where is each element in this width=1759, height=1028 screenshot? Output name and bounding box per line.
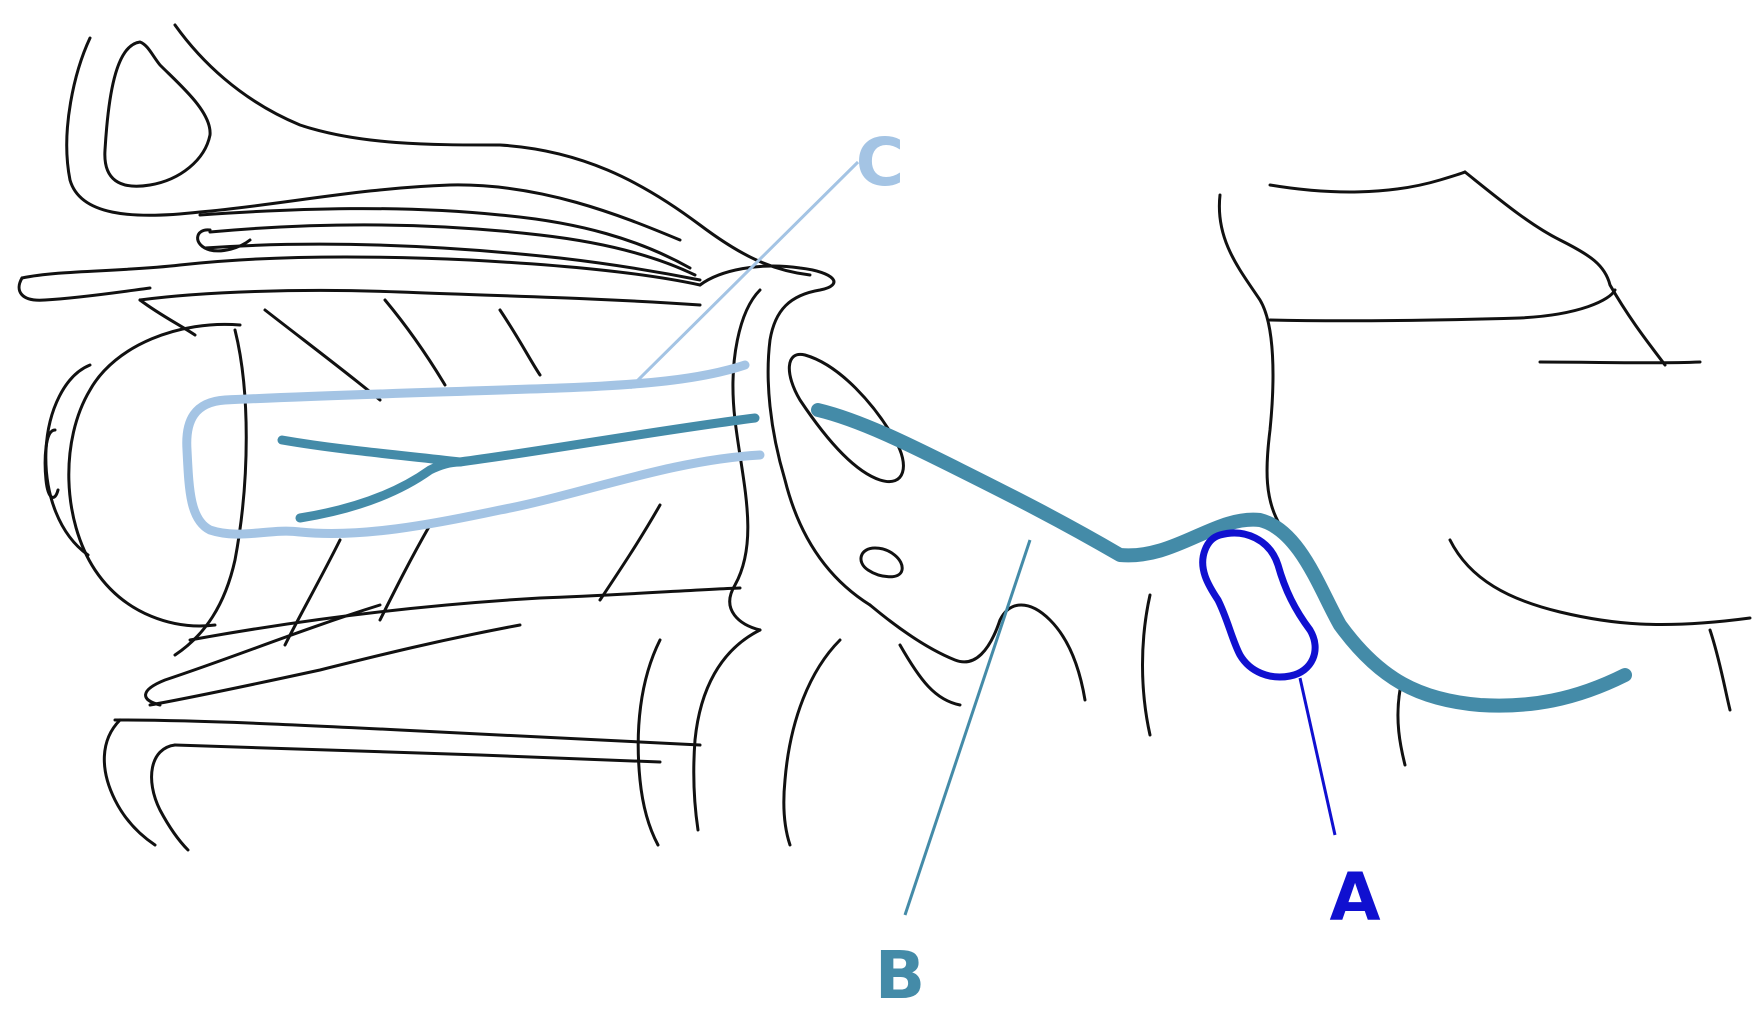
sphenoid-lower-curve-3	[782, 638, 842, 847]
supraorbital-inner-loop	[103, 40, 212, 188]
muscle-strand-1	[198, 207, 692, 270]
superior-rectus-front	[138, 298, 197, 337]
temporal-bottom-right	[1708, 628, 1732, 712]
eyeball-back-curve	[173, 328, 248, 657]
optic-nerve-main	[277, 413, 760, 467]
structure-a-group	[1199, 529, 1337, 836]
sphenoid-lower-curve-4	[1141, 593, 1152, 737]
structure-c-outline	[182, 360, 765, 539]
orbital-floor-line	[113, 718, 702, 747]
inferior-muscle-strand-1	[188, 586, 742, 642]
temporal-outline-1	[1217, 193, 1282, 527]
temporal-outline-top	[1268, 170, 1467, 194]
anterior-clinoid-outline	[728, 288, 762, 632]
sphenoid-lower-curve-2	[636, 638, 662, 847]
structure-b-group	[277, 403, 1632, 916]
eyeball-outline	[67, 322, 242, 628]
petrous-ridge	[1268, 288, 1617, 323]
floor-inner-line	[173, 743, 662, 764]
muscle-fibre-6	[598, 503, 662, 602]
levator-lower-edge	[17, 276, 152, 302]
inferior-oblique-outline	[144, 603, 382, 707]
supraorbital-bone-outline	[65, 36, 682, 242]
small-pulley-loop	[196, 228, 252, 253]
muscle-fibre-3	[498, 308, 542, 377]
muscle-strand-3	[203, 242, 702, 282]
superior-rectus-outline	[138, 288, 702, 307]
sphenoid-lower-curve-1	[692, 628, 762, 832]
temporal-lower-curve	[1448, 538, 1752, 627]
petrous-outline	[1463, 170, 1667, 367]
pterygoid-curve	[898, 643, 962, 707]
optic-nerve-branch	[295, 457, 465, 523]
label-b-leader	[903, 539, 1032, 916]
levator-strand	[20, 255, 702, 287]
sphenoid-wing-outline	[698, 264, 872, 607]
tentorium-line	[1538, 360, 1702, 365]
muscle-fibre-1	[263, 308, 382, 402]
structure-a-outline	[1199, 529, 1319, 681]
inferior-muscle-strand-2	[148, 623, 522, 707]
label-a-leader	[1298, 677, 1337, 836]
maxilla-outline	[102, 718, 157, 847]
muscle-fibre-2	[383, 298, 447, 387]
orbital-roof-curve	[173, 23, 812, 277]
optic-canal-outline	[787, 352, 905, 484]
sphenoid-body-lower	[868, 603, 1087, 702]
label-b: B	[875, 937, 925, 1014]
foramen-rotundum-outline	[859, 546, 904, 579]
muscle-fibre-5	[378, 523, 432, 622]
label-c-leader	[628, 160, 860, 390]
maxilla-inner	[150, 743, 190, 852]
label-c: C	[856, 124, 904, 201]
lens-outline	[43, 428, 60, 499]
structure-c-group	[182, 160, 860, 539]
nerve-posterior-course	[811, 403, 1632, 713]
muscle-strand-2	[208, 223, 697, 277]
temporal-bottom-left	[1396, 688, 1407, 767]
muscle-fibre-4	[283, 538, 342, 647]
label-a: A	[1329, 859, 1380, 936]
